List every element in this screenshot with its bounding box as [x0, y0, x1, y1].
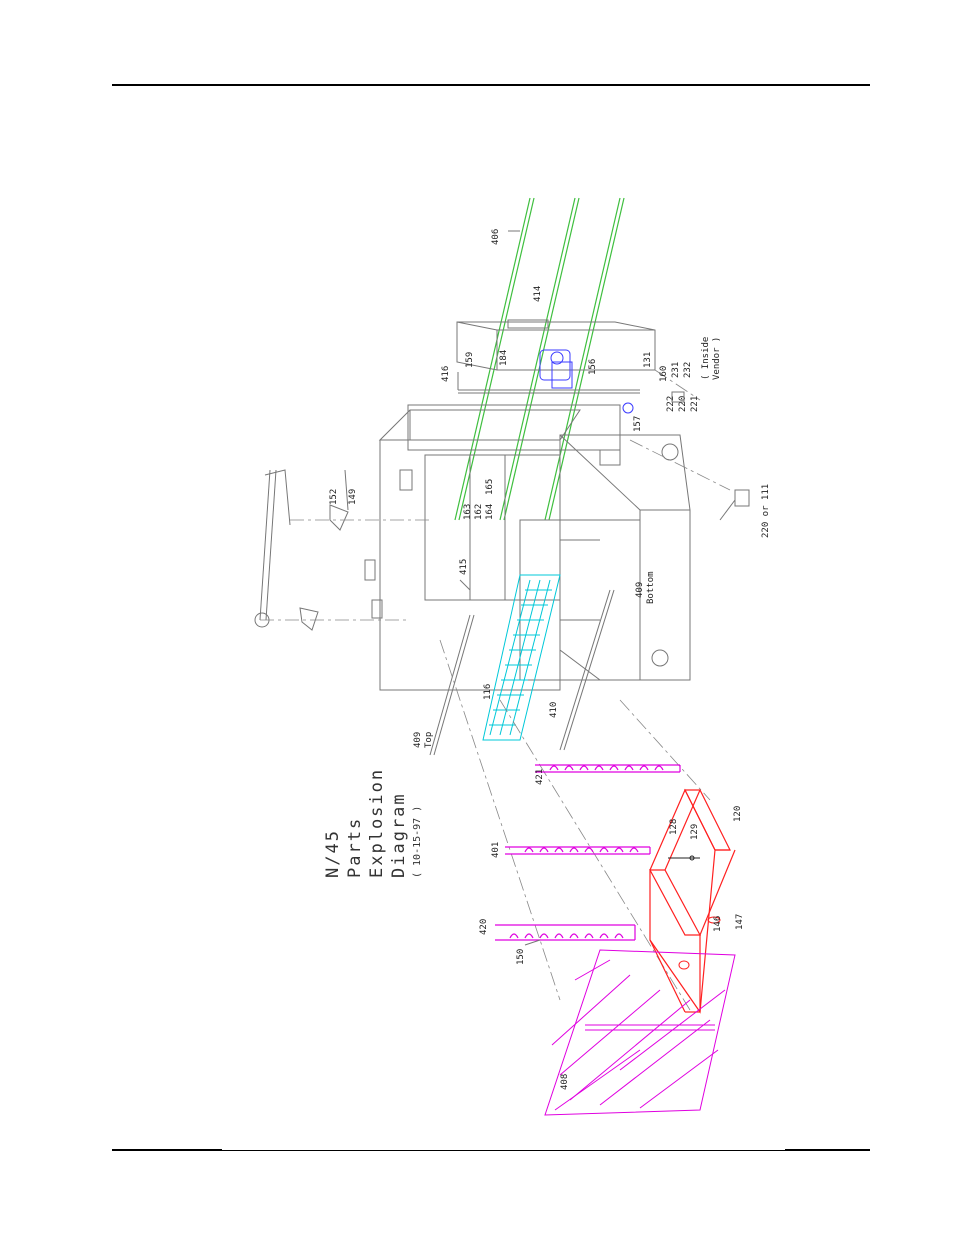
bar-416 [458, 389, 640, 394]
blue-part-157 [622, 402, 634, 414]
label-231: 231 [671, 362, 681, 378]
bracket-420 [495, 924, 636, 941]
label-129: 129 [690, 824, 700, 840]
label-232: 232 [683, 362, 693, 378]
label-410: 410 [549, 702, 559, 718]
lamp-arm [254, 469, 349, 631]
label-147: 147 [735, 914, 745, 930]
label-163: 163 [463, 504, 473, 520]
label-421: 421 [535, 769, 545, 785]
blue-motor-156 [539, 349, 573, 389]
title-line-4: Diagram [389, 792, 409, 878]
label-165: 165 [485, 479, 495, 495]
footer-rule [112, 1150, 870, 1151]
label-131: 131 [643, 352, 653, 368]
footer-rule-right [785, 1149, 870, 1151]
label-inside-1: ( Inside [701, 337, 711, 380]
label-inside-2: Vendor ) [712, 337, 722, 380]
label-414: 414 [533, 286, 543, 302]
label-420: 420 [479, 919, 489, 935]
grid-116 [482, 574, 561, 741]
label-409-bottom-1: 409 [635, 582, 645, 598]
label-220: 220 [678, 396, 688, 412]
label-149: 149 [348, 489, 358, 505]
rod-409-bottom [559, 589, 615, 751]
label-128: 128 [669, 819, 679, 835]
bracket-401 [505, 846, 651, 855]
label-116: 116 [483, 684, 493, 700]
diagram-title: N/45 Parts Explosion Diagram ( 10-15-97 … [323, 768, 423, 878]
label-406: 406 [491, 229, 501, 245]
label-156: 156 [588, 359, 598, 375]
rod-409-top [429, 614, 475, 756]
cabinet [364, 404, 691, 691]
label-164: 164 [485, 504, 495, 520]
header-rule [112, 84, 870, 86]
label-150: 150 [516, 949, 526, 965]
label-221: 221 [690, 396, 700, 412]
label-415: 415 [459, 559, 469, 575]
label-120: 120 [733, 806, 743, 822]
label-146: 146 [713, 916, 723, 932]
label-401: 401 [491, 842, 501, 858]
part-128-129 [668, 855, 700, 861]
label-409-top-2: Top [424, 732, 434, 748]
title-line-2: Parts [345, 817, 365, 878]
label-408: 408 [560, 1074, 570, 1090]
bracket-part-221 [671, 391, 750, 507]
title-date: ( 10-15-97 ) [412, 806, 423, 878]
red-part-146 [678, 916, 721, 970]
rails-406 [454, 197, 625, 521]
label-160: 160 [659, 366, 669, 382]
label-157: 157 [633, 416, 643, 432]
footer-rule-left [112, 1149, 222, 1151]
panel-408 [544, 949, 736, 1116]
label-222: 222 [666, 396, 676, 412]
frame-120 [648, 788, 736, 1014]
title-line-1: N/45 [323, 829, 343, 878]
label-152: 152 [329, 489, 339, 505]
label-416: 416 [441, 366, 451, 382]
label-159: 159 [465, 352, 475, 368]
label-162: 162 [474, 504, 484, 520]
label-220-or-111: 220 or 111 [761, 484, 771, 538]
title-line-3: Explosion [367, 768, 387, 878]
label-184: 184 [499, 350, 509, 366]
bracket-421 [535, 764, 681, 773]
label-409-top-1: 409 [413, 732, 423, 748]
label-409-bottom-2: Bottom [646, 571, 656, 604]
